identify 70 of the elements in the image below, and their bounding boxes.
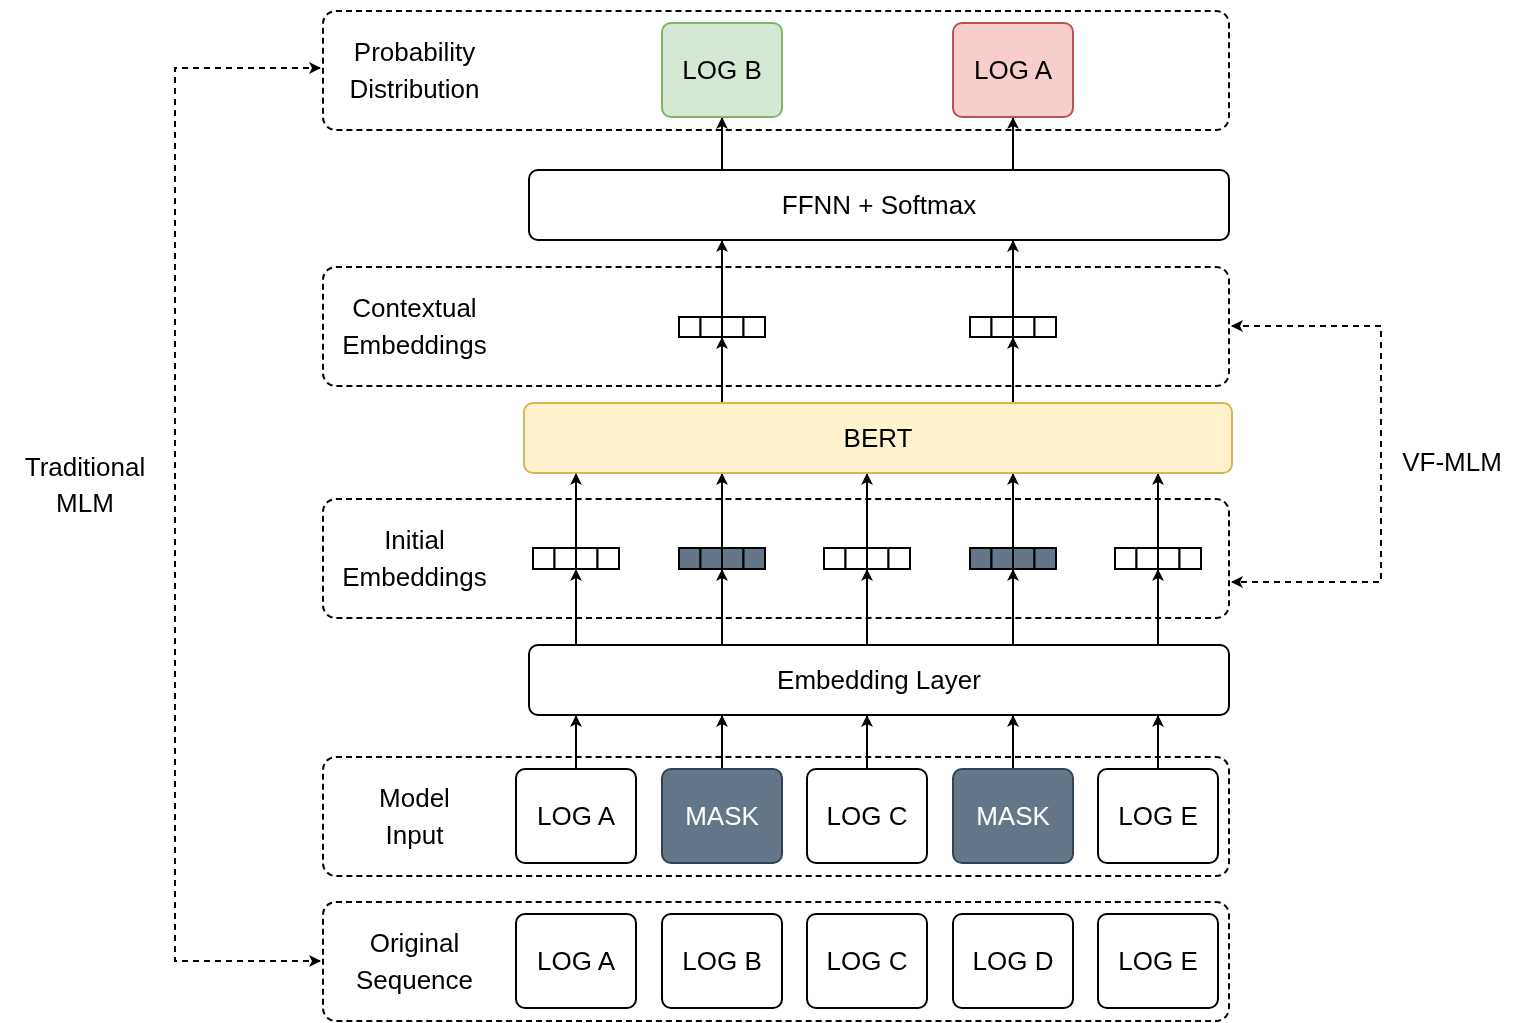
arrow <box>861 715 873 769</box>
dashed-group <box>322 756 1230 877</box>
arrow <box>1007 337 1019 403</box>
block-box <box>528 644 1230 716</box>
block-box <box>515 913 637 1009</box>
embedding-vector <box>678 316 766 338</box>
block-box <box>661 768 783 864</box>
arrow <box>716 240 728 317</box>
block-box <box>523 402 1233 474</box>
dashed-arrow <box>1231 320 1382 588</box>
block-box <box>806 768 928 864</box>
arrow <box>1152 569 1164 645</box>
box-label: LOG B <box>682 54 762 86</box>
box-label: LOG A <box>536 800 615 832</box>
box-label: BERT <box>843 422 913 454</box>
box-label: LOG A <box>536 945 615 977</box>
block-box <box>528 169 1230 241</box>
arrow <box>861 473 873 548</box>
block-box <box>1097 913 1219 1009</box>
arrow <box>570 715 582 769</box>
arrow <box>1007 240 1019 317</box>
group-title: Model Input <box>378 781 451 852</box>
arrow <box>716 473 728 548</box>
arrow <box>570 569 582 645</box>
box-label: LOG B <box>682 945 762 977</box>
arrow <box>1007 473 1019 548</box>
group-title: Contextual Embeddings <box>341 291 488 362</box>
block-box <box>952 768 1074 864</box>
box-label: LOG A <box>973 54 1052 86</box>
arrow <box>716 117 728 170</box>
box-label: LOG E <box>1118 945 1198 977</box>
dashed-group <box>322 10 1230 131</box>
dashed-group <box>322 498 1230 619</box>
box-label: LOG C <box>826 800 908 832</box>
dashed-group <box>322 266 1230 387</box>
group-title: Probability Distribution <box>348 35 481 106</box>
block-box <box>661 22 783 118</box>
block-box <box>952 913 1074 1009</box>
group-title: Initial Embeddings <box>341 523 488 594</box>
arrow <box>1152 715 1164 769</box>
box-label: LOG C <box>826 945 908 977</box>
arrow <box>1007 117 1019 170</box>
embedding-vector <box>1114 547 1202 570</box>
arrow <box>1152 473 1164 548</box>
block-box <box>806 913 928 1009</box>
arrow <box>716 569 728 645</box>
arrow <box>1007 569 1019 645</box>
arrow <box>861 569 873 645</box>
dashed-arrow <box>174 62 321 967</box>
dashed-group <box>322 901 1230 1022</box>
embedding-vector <box>823 547 911 570</box>
block-box <box>1097 768 1219 864</box>
box-label: LOG D <box>972 945 1054 977</box>
arrow <box>570 473 582 548</box>
box-label: MASK <box>976 800 1050 832</box>
box-label: MASK <box>685 800 759 832</box>
box-label: LOG E <box>1118 800 1198 832</box>
box-label: FFNN + Softmax <box>781 189 977 221</box>
box-label: Embedding Layer <box>777 664 981 696</box>
arrow <box>716 715 728 769</box>
arrow <box>1007 715 1019 769</box>
group-title: Original Sequence <box>354 926 475 997</box>
embedding-vector <box>969 547 1057 570</box>
embedding-vector <box>969 316 1057 338</box>
arrow <box>716 337 728 403</box>
block-box <box>952 22 1074 118</box>
embedding-vector <box>532 547 620 570</box>
embedding-vector <box>678 547 766 570</box>
block-box <box>661 913 783 1009</box>
block-box <box>515 768 637 864</box>
